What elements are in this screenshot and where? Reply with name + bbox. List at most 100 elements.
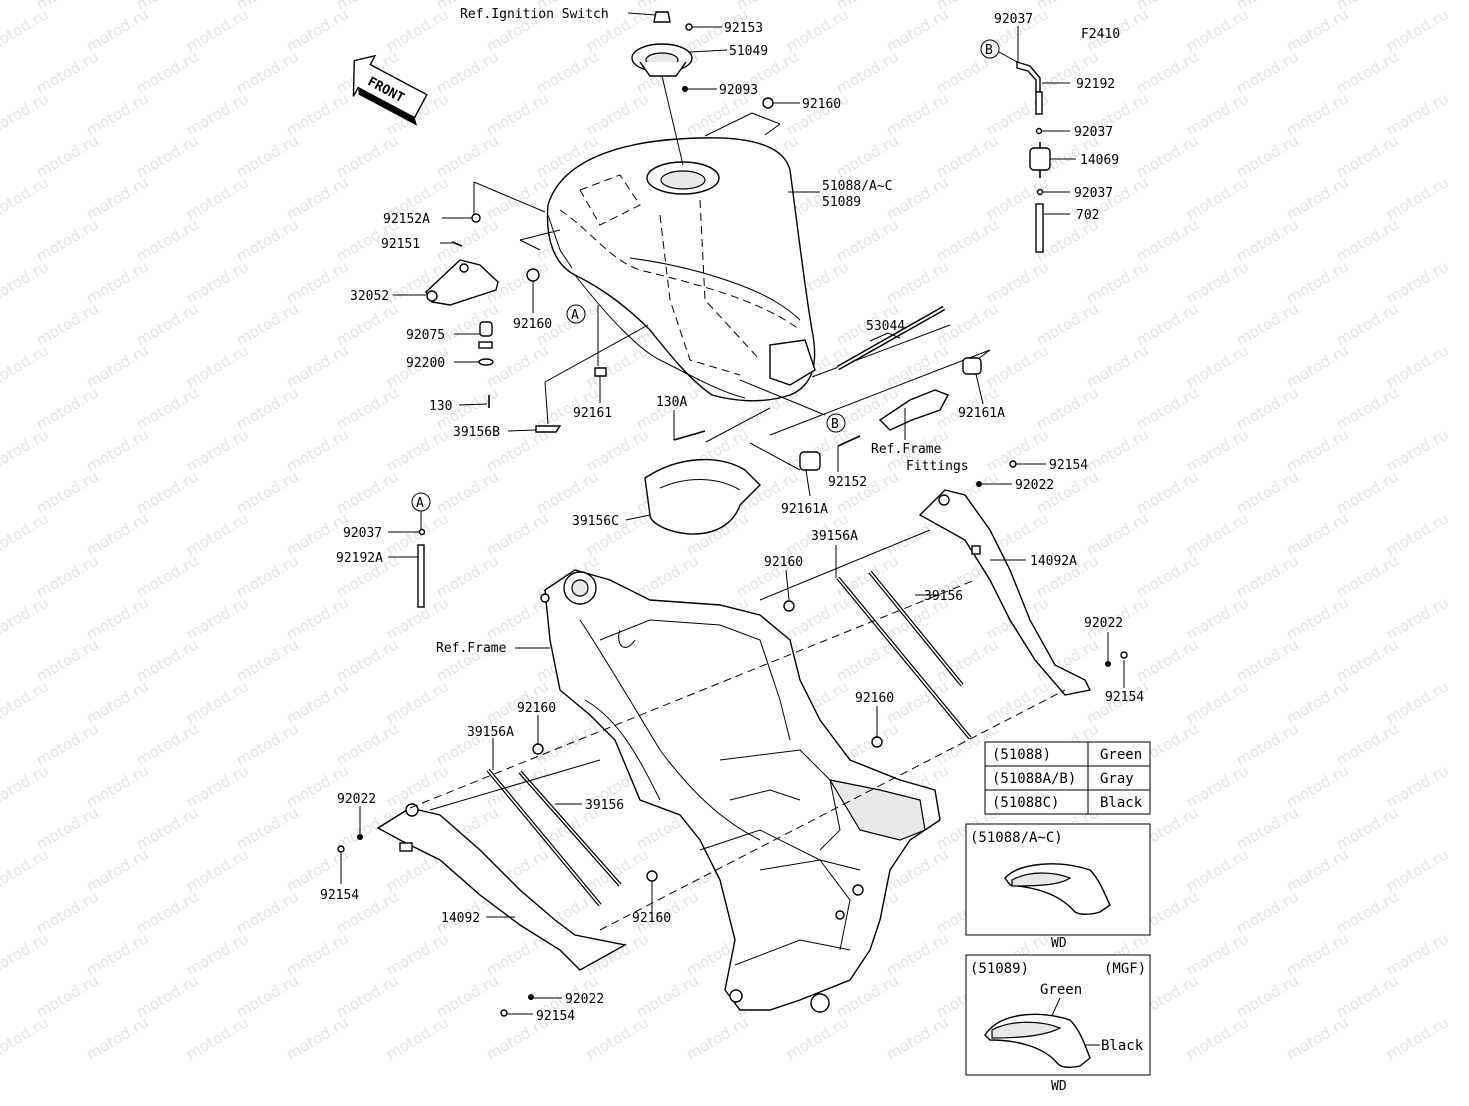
watermark-text: motod.ru xyxy=(283,341,352,391)
callout-92037-left: 92037 xyxy=(343,526,382,541)
watermark-text: motod.ru xyxy=(1133,131,1202,181)
watermark-text: motod.ru xyxy=(383,929,452,979)
frame-fasteners xyxy=(337,460,1128,1017)
watermark-text: motod.ru xyxy=(1183,5,1252,55)
watermark-text: motod.ru xyxy=(883,173,952,223)
watermark-text: motod.ru xyxy=(1283,845,1352,895)
callout-92200: 92200 xyxy=(406,356,445,371)
callout-92192a: 92192A xyxy=(336,551,383,566)
watermark-text: motod.ru xyxy=(183,761,252,811)
watermark-text: motod.ru xyxy=(0,761,52,811)
watermark-text: motod.ru xyxy=(233,551,302,601)
watermark-text: motod.ru xyxy=(1283,257,1352,307)
watermark-text: motod.ru xyxy=(33,971,102,1021)
tank-guide-lines xyxy=(473,112,991,471)
watermark-text: motod.ru xyxy=(783,5,852,55)
watermark-text: motod.ru xyxy=(1083,257,1152,307)
color-table: (51088)Green(51088A/B)Gray(51088C)Black xyxy=(984,741,1151,815)
watermark-text: motod.ru xyxy=(333,719,402,769)
watermark-text: motod.ru xyxy=(1383,173,1452,223)
callout-92152a: 92152A xyxy=(383,212,430,227)
watermark-text: motod.ru xyxy=(133,299,202,349)
watermark-text: motod.ru xyxy=(1233,803,1302,853)
watermark-text: motod.ru xyxy=(1283,1013,1352,1063)
front-arrow: FRONT xyxy=(352,54,428,126)
callout-92161: 92161 xyxy=(573,406,612,421)
watermark-text: motod.ru xyxy=(1283,425,1352,475)
watermark-text: motod.ru xyxy=(1133,551,1202,601)
watermark-text: motod.ru xyxy=(183,257,252,307)
callout-ref-ignition-switch: Ref.Ignition Switch xyxy=(460,7,609,22)
watermark-text: motod.ru xyxy=(1233,887,1302,937)
watermark-text: motod.ru xyxy=(1183,341,1252,391)
watermark-text: motod.ru xyxy=(1183,929,1252,979)
watermark-text: motod.ru xyxy=(1083,341,1152,391)
callout-39156b: 39156B xyxy=(453,425,500,440)
watermark-text: motod.ru xyxy=(383,593,452,643)
callout-14092: 14092 xyxy=(441,911,480,926)
watermark-text: motod.ru xyxy=(33,551,102,601)
watermark-text: motod.ru xyxy=(33,803,102,853)
callout-92153: 92153 xyxy=(724,21,763,36)
watermark-text: motod.ru xyxy=(1333,47,1402,97)
watermark-text: motod.ru xyxy=(1333,719,1402,769)
watermark-text: motod.ru xyxy=(1383,1013,1452,1063)
watermark-text: motod.ru xyxy=(1283,593,1352,643)
callout-92151: 92151 xyxy=(381,237,420,252)
watermark-text: motod.ru xyxy=(883,89,952,139)
watermark-text: motod.ru xyxy=(33,299,102,349)
watermark-text: motod.ru xyxy=(0,929,52,979)
tank-cushions xyxy=(673,305,982,471)
watermark-text: motod.ru xyxy=(233,467,302,517)
fuel-cap-assembly xyxy=(631,11,774,166)
watermark-text: motod.ru xyxy=(333,971,402,1021)
inset-51089-label-black: Black xyxy=(1101,1038,1144,1054)
watermark-text: motod.ru xyxy=(1183,509,1252,559)
watermark-text: motod.ru xyxy=(83,173,152,223)
watermark-text: motod.ru xyxy=(1133,635,1202,685)
watermark-text: motod.ru xyxy=(383,1013,452,1063)
callout-92154-bottom: 92154 xyxy=(536,1009,575,1024)
watermark-text: motod.ru xyxy=(83,89,152,139)
watermark-text: motod.ru xyxy=(1333,299,1402,349)
watermark-text: motod.ru xyxy=(183,1013,252,1063)
watermark-text: motod.ru xyxy=(83,761,152,811)
watermark-text: motod.ru xyxy=(283,593,352,643)
watermark-text: motod.ru xyxy=(1133,299,1202,349)
tank-bracket xyxy=(425,213,607,433)
watermark-text: motod.ru xyxy=(83,425,152,475)
watermark-text: motod.ru xyxy=(983,341,1052,391)
watermark-text: motod.ru xyxy=(1383,845,1452,895)
watermark-text: motod.ru xyxy=(1233,131,1302,181)
watermark-text: motod.ru xyxy=(483,341,552,391)
watermark-text: motod.ru xyxy=(133,383,202,433)
callout-92075: 92075 xyxy=(406,328,445,343)
watermark-text: motod.ru xyxy=(433,551,502,601)
inset-51088-title: (51088/A~C) xyxy=(970,830,1063,846)
watermark-text: motod.ru xyxy=(383,677,452,727)
watermark-text: motod.ru xyxy=(233,131,302,181)
watermark-text: motod.ru xyxy=(1383,593,1452,643)
watermark-text: motod.ru xyxy=(0,173,52,223)
watermark-text: motod.ru xyxy=(233,719,302,769)
watermark-text: motod.ru xyxy=(1283,341,1352,391)
watermark-text: motod.ru xyxy=(833,551,902,601)
callout-39156a-right: 39156A xyxy=(811,529,858,544)
watermark-text: motod.ru xyxy=(1333,971,1402,1021)
callout-92022-top-right: 92022 xyxy=(1015,478,1054,493)
callout-92037-top: 92037 xyxy=(994,12,1033,27)
callout-92022-right: 92022 xyxy=(1084,616,1123,631)
watermark-text: motod.ru xyxy=(83,1013,152,1063)
watermark-text: motod.ru xyxy=(283,929,352,979)
callout-92160-left-frame: 92160 xyxy=(517,701,556,716)
inset-51089: (51089) (MGF) Green Black WD xyxy=(965,954,1151,1094)
watermark-text: motod.ru xyxy=(383,425,452,475)
callout-702: 702 xyxy=(1076,208,1099,223)
watermark-text: motod.ru xyxy=(433,131,502,181)
callout-92160-bottom-left: 92160 xyxy=(632,911,671,926)
watermark-text: motod.ru xyxy=(133,47,202,97)
callout-92160-center: 92160 xyxy=(855,691,894,706)
color-table-part-0: (51088) xyxy=(992,747,1051,763)
watermark-text: motod.ru xyxy=(133,467,202,517)
callout-39156-right: 39156 xyxy=(924,589,963,604)
